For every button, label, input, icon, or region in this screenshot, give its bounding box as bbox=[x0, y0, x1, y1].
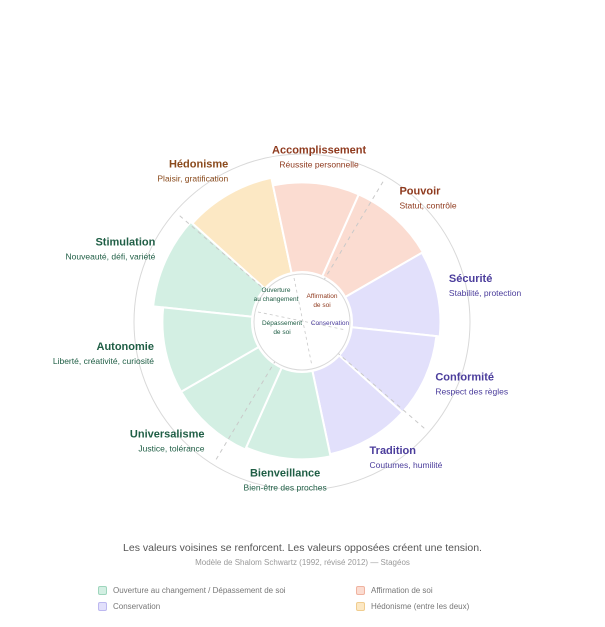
legend-item-enhancement: Affirmation de soi bbox=[356, 586, 433, 595]
value-description: Réussite personnelle bbox=[279, 159, 359, 169]
quadrant-label-enhancement: de soi bbox=[313, 302, 330, 309]
value-name: Accomplissement bbox=[272, 144, 366, 156]
legend-swatch bbox=[356, 602, 365, 611]
legend-item-openness: Ouverture au changement / Dépassement de… bbox=[98, 586, 286, 595]
value-name: Bienveillance bbox=[250, 467, 320, 479]
legend-label: Hédonisme (entre les deux) bbox=[371, 602, 470, 611]
quadrant-label-openness: Ouverture bbox=[262, 287, 291, 294]
value-description: Statut, contrôle bbox=[399, 200, 456, 210]
sector-universalisme bbox=[179, 345, 283, 451]
sector-tradition bbox=[311, 354, 404, 456]
caption-source: Modèle de Shalom Schwartz (1992, révisé … bbox=[195, 558, 410, 567]
value-description: Plaisir, gratification bbox=[157, 174, 228, 184]
legend-item-conservation: Conservation bbox=[98, 602, 160, 611]
value-description: Nouveauté, défi, variété bbox=[66, 251, 156, 261]
value-name: Universalisme bbox=[130, 429, 205, 441]
value-description: Coutumes, humilité bbox=[370, 460, 443, 470]
sector-bienveillance bbox=[244, 366, 332, 461]
caption-main: Les valeurs voisines se renforcent. Les … bbox=[123, 542, 482, 554]
value-name: Conformité bbox=[435, 372, 494, 384]
value-name: Stimulation bbox=[95, 236, 155, 248]
value-description: Respect des règles bbox=[435, 387, 508, 397]
value-description: Justice, tolérance bbox=[138, 444, 204, 454]
value-name: Tradition bbox=[370, 445, 417, 457]
quadrant-label-transcendence: de soi bbox=[273, 329, 290, 336]
quadrant-label-openness: au changement bbox=[254, 296, 299, 303]
value-description: Stabilité, protection bbox=[449, 288, 522, 298]
legend-label: Affirmation de soi bbox=[371, 586, 433, 595]
value-sectors bbox=[152, 176, 442, 461]
legend-item-hedonism: Hédonisme (entre les deux) bbox=[356, 602, 469, 611]
center-circle bbox=[253, 273, 351, 371]
value-name: Hédonisme bbox=[169, 159, 228, 171]
sector-securite bbox=[343, 251, 442, 338]
legend-label: Ouverture au changement / Dépassement de… bbox=[113, 586, 286, 595]
outer-ring bbox=[133, 153, 471, 491]
sector-autonomie bbox=[161, 306, 261, 394]
sector-accomplissement bbox=[271, 181, 361, 278]
center-axis-line bbox=[293, 277, 313, 367]
legend-swatch bbox=[356, 586, 365, 595]
legend-label: Conservation bbox=[113, 602, 161, 611]
value-name: Pouvoir bbox=[399, 185, 441, 197]
sector-conformite bbox=[337, 326, 438, 414]
quadrant-label-conservation: Conservation bbox=[311, 320, 350, 327]
value-name: Sécurité bbox=[449, 273, 492, 285]
sector-hedonisme bbox=[191, 176, 293, 290]
legend-swatch bbox=[98, 602, 107, 611]
quadrant-label-enhancement: Affirmation bbox=[307, 293, 338, 300]
value-name: Autonomie bbox=[97, 341, 154, 353]
value-description: Liberté, créativité, curiosité bbox=[53, 356, 154, 366]
outer-ring-circle bbox=[133, 153, 471, 491]
sector-pouvoir bbox=[321, 193, 425, 299]
legend-swatch bbox=[98, 586, 107, 595]
center-axis-line bbox=[257, 311, 347, 331]
quadrant-label-transcendence: Dépassement bbox=[262, 320, 302, 327]
value-description: Bien-être des proches bbox=[244, 482, 327, 492]
sector-stimulation bbox=[152, 220, 267, 318]
